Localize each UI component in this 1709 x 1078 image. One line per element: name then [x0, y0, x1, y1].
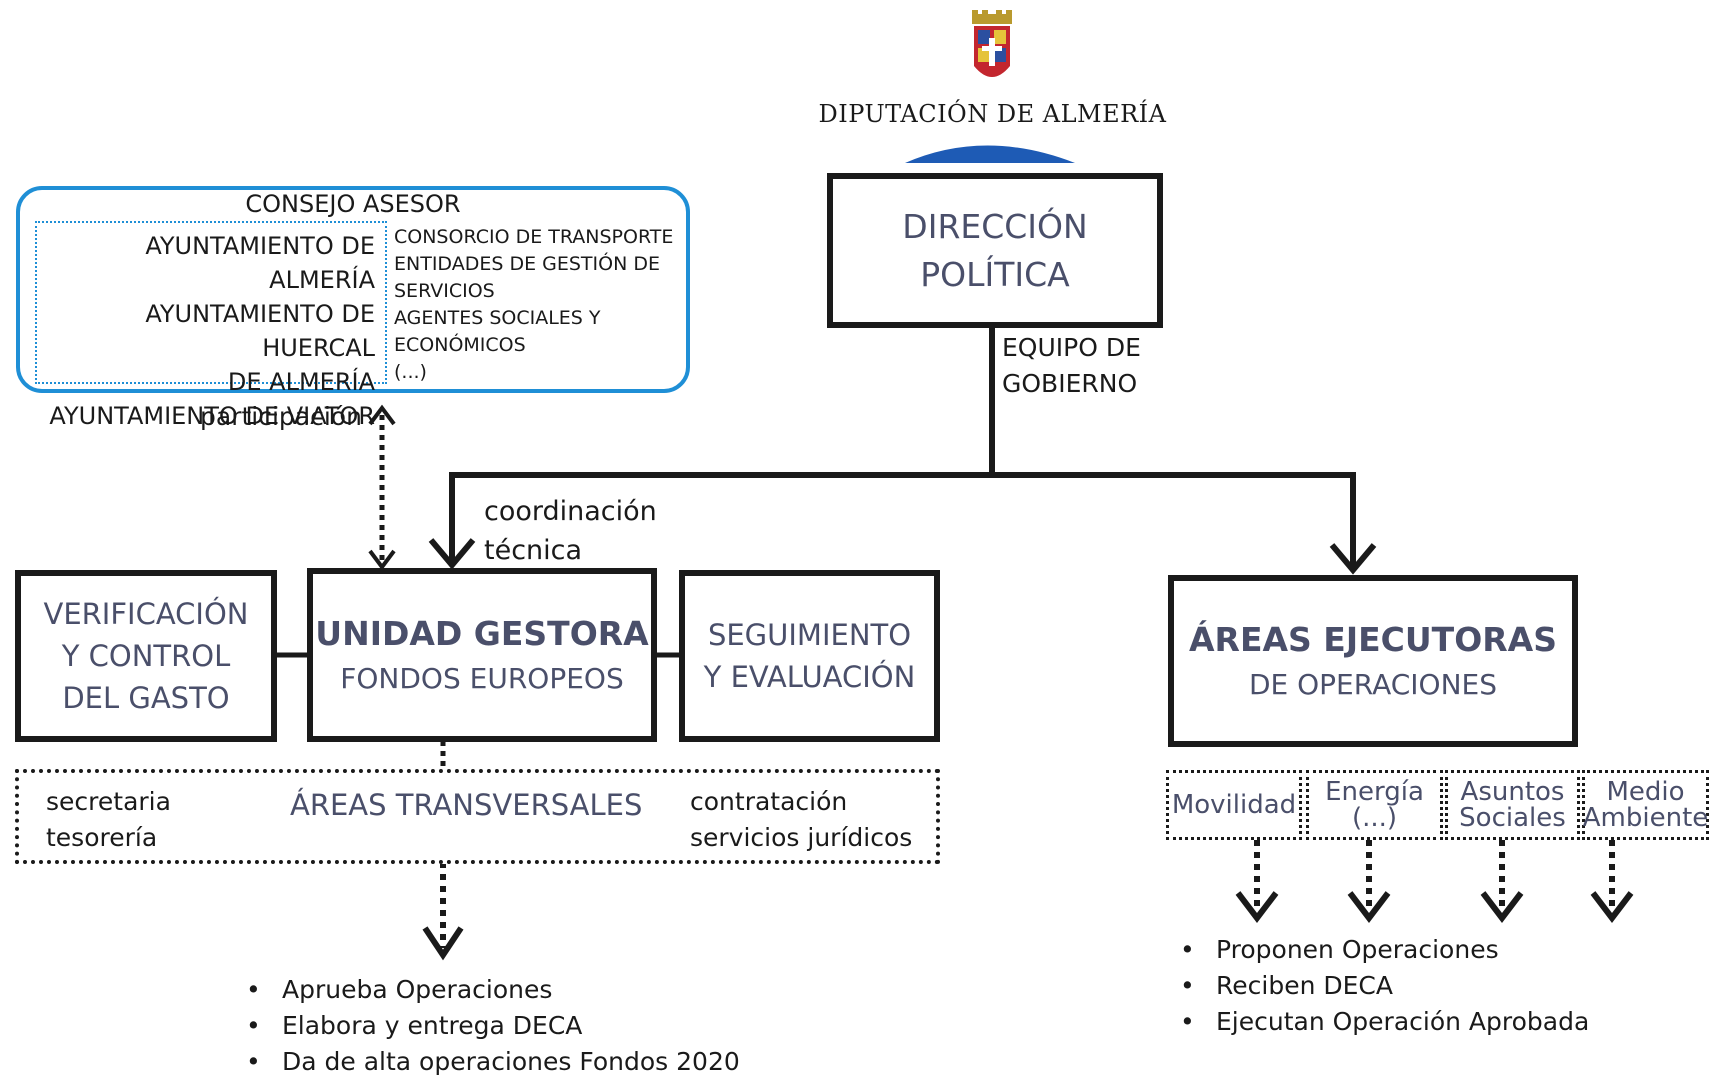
ayuntamiento-huercal: AYUNTAMIENTO DE HUERCAL — [145, 300, 375, 362]
direccion-politica-box: DIRECCIÓN POLÍTICA — [827, 173, 1163, 328]
equipo-line2: GOBIERNO — [1002, 369, 1138, 398]
direccion-line1: DIRECCIÓN — [902, 206, 1088, 246]
participacion-arrow-up — [368, 404, 396, 426]
transversales-right: contratación servicios jurídicos — [690, 784, 912, 856]
medio-arrowhead — [1590, 891, 1634, 923]
seguimiento-line2: Y EVALUACIÓN — [703, 660, 916, 694]
ayuntamiento-huercal-cont: DE ALMERÍA — [227, 368, 375, 396]
equipo-line1: EQUIPO DE — [1002, 333, 1141, 362]
ejecutoras-tasks-list: Proponen Operaciones Reciben DECA Ejecut… — [1180, 932, 1589, 1040]
coordinacion-label: coordinación técnica — [484, 492, 657, 570]
transversal-item: tesorería — [46, 823, 158, 852]
areas-ejecutoras-box: ÁREAS EJECUTORAS DE OPERACIONES — [1168, 575, 1578, 747]
to-unidad-arrowhead — [428, 538, 476, 570]
transv-down-arrowhead — [422, 926, 464, 961]
participacion-arrow-down — [368, 549, 396, 571]
ayuntamientos-list: AYUNTAMIENTO DE ALMERÍA AYUNTAMIENTO DE … — [35, 229, 375, 433]
blue-arc — [905, 145, 1075, 163]
sub-area-label: Ambiente — [1582, 803, 1709, 833]
verificacion-line3: DEL GASTO — [62, 681, 230, 715]
sub-area-movilidad: Movilidad — [1166, 770, 1302, 840]
equipo-gobierno-label: EQUIPO DE GOBIERNO — [1002, 330, 1141, 402]
otros-item: AGENTES SOCIALES Y — [394, 307, 601, 329]
list-item: Proponen Operaciones — [1180, 932, 1589, 968]
sub-area-medio-ambiente: Medio Ambiente — [1582, 770, 1709, 840]
ayuntamientos-box — [35, 221, 387, 384]
sub-area-label: Sociales — [1459, 803, 1566, 833]
coat-of-arms-icon — [968, 8, 1016, 88]
unidad-subtitle: FONDOS EUROPEOS — [340, 662, 624, 695]
seguimiento-line1: SEGUIMIENTO — [707, 618, 912, 652]
unidad-gestora-box: UNIDAD GESTORA FONDOS EUROPEOS — [307, 568, 657, 742]
areas-transversales-title: ÁREAS TRANSVERSALES — [290, 788, 643, 822]
list-item: Ejecutan Operación Aprobada — [1180, 1004, 1589, 1040]
transversal-item: servicios jurídicos — [690, 823, 913, 852]
otros-item: (...) — [394, 361, 427, 383]
ayuntamiento-viator: AYUNTAMIENTO DE VIATOR — [49, 402, 375, 430]
transversales-left: secretaria tesorería — [46, 784, 171, 856]
seguimiento-box: SEGUIMIENTO Y EVALUACIÓN — [679, 570, 940, 742]
verificacion-box: VERIFICACIÓN Y CONTROL DEL GASTO — [15, 570, 277, 742]
list-item: Elabora y entrega DECA — [246, 1008, 740, 1044]
list-item: Aprueba Operaciones — [246, 972, 740, 1008]
unidad-title: UNIDAD GESTORA — [315, 614, 649, 653]
sub-area-label: (...) — [1351, 803, 1398, 833]
list-item: Reciben DECA — [1180, 968, 1589, 1004]
energia-arrowhead — [1347, 891, 1391, 923]
transversal-item: contratación — [690, 787, 848, 816]
verificacion-line1: VERIFICACIÓN — [43, 597, 249, 631]
otros-miembros-list: CONSORCIO DE TRANSPORTE ENTIDADES DE GES… — [394, 224, 684, 386]
sub-area-asuntos-sociales: Asuntos Sociales — [1445, 770, 1580, 840]
transversal-item: secretaria — [46, 787, 171, 816]
verificacion-line2: Y CONTROL — [61, 639, 231, 673]
asuntos-arrowhead — [1480, 891, 1524, 923]
sub-area-label: Energía — [1325, 777, 1424, 807]
otros-item: ENTIDADES DE GESTIÓN DE — [394, 253, 660, 275]
sub-area-label: Movilidad — [1171, 790, 1297, 820]
ayuntamiento-almeria: AYUNTAMIENTO DE ALMERÍA — [145, 232, 375, 294]
consejo-asesor-panel — [16, 186, 690, 393]
list-item: Da de alta operaciones Fondos 2020 — [246, 1044, 740, 1078]
to-areas-arrowhead — [1329, 543, 1377, 575]
consejo-asesor-title: CONSEJO ASESOR — [245, 190, 461, 218]
coordinacion-line1: coordinación — [484, 496, 657, 527]
coordinacion-line2: técnica — [484, 535, 583, 566]
unidad-tasks-list: Aprueba Operaciones Elabora y entrega DE… — [246, 972, 740, 1078]
participacion-label: participación — [200, 402, 362, 431]
sub-area-energia: Energía (...) — [1306, 770, 1443, 840]
org-name: DIPUTACIÓN DE ALMERÍA — [818, 100, 1167, 128]
movilidad-arrowhead — [1235, 891, 1279, 923]
otros-item: ECONÓMICOS — [394, 334, 526, 356]
areas-ejecutoras-title: ÁREAS EJECUTORAS — [1189, 620, 1557, 659]
sub-area-label: Asuntos — [1460, 777, 1565, 807]
otros-item: CONSORCIO DE TRANSPORTE — [394, 226, 674, 248]
otros-item: SERVICIOS — [394, 280, 495, 302]
direccion-line2: POLÍTICA — [920, 254, 1070, 294]
areas-transversales-box — [15, 769, 940, 864]
sub-area-label: Medio — [1606, 777, 1685, 807]
areas-ejecutoras-subtitle: DE OPERACIONES — [1248, 668, 1497, 701]
